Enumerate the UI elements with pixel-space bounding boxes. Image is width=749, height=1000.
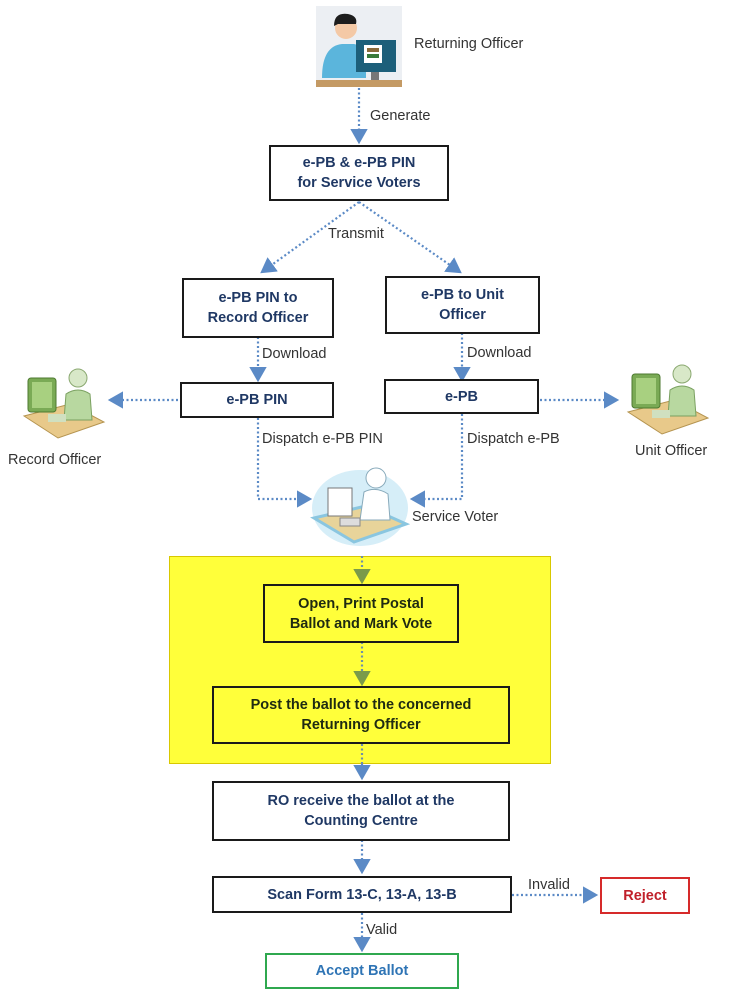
generate-epb-box: e-PB & e-PB PIN for Service Voters — [269, 145, 449, 201]
invalid-label: Invalid — [528, 877, 570, 893]
epb-to-uo-line1: e-PB to Unit — [421, 287, 504, 303]
edge-dispatch-pin — [256, 418, 313, 508]
scan-form-box: Scan Form 13-C, 13-A, 13-B — [212, 876, 512, 913]
valid-label: Valid — [366, 922, 398, 938]
returning-officer-icon — [316, 6, 402, 87]
ro-receive-line2: Counting Centre — [304, 813, 418, 829]
record-officer-label: Record Officer — [8, 452, 102, 468]
service-voter-label: Service Voter — [412, 509, 499, 525]
dispatch-pin-label: Dispatch e-PB PIN — [262, 431, 383, 447]
pin-to-ro-line2: Record Officer — [207, 310, 309, 326]
download-left-label: Download — [262, 346, 327, 362]
download-right-label: Download — [467, 345, 532, 361]
generate-epb-line1: e-PB & e-PB PIN — [302, 155, 416, 171]
pin-to-record-officer-box: e-PB PIN to Record Officer — [182, 278, 334, 338]
returning-officer-label: Returning Officer — [414, 36, 524, 52]
transmit-label: Transmit — [328, 226, 384, 242]
unit-officer-icon — [626, 364, 710, 435]
edge-transmit-left — [260, 201, 360, 274]
epb-to-uo-line2: Officer — [439, 307, 486, 323]
ro-receive-line1: RO receive the ballot at the — [267, 793, 455, 809]
generate-epb-line2: for Service Voters — [297, 175, 421, 191]
open-print-line1: Open, Print Postal — [298, 595, 424, 612]
service-voter-icon — [310, 467, 410, 546]
edge-dispatch-epb — [409, 414, 464, 508]
reject-box: Reject — [600, 877, 690, 914]
post-ballot-line1: Post the ballot to the concerned — [250, 697, 472, 713]
generate-label: Generate — [370, 108, 431, 124]
epb-pin-box: e-PB PIN — [180, 382, 334, 418]
pin-to-ro-line1: e-PB PIN to — [218, 290, 298, 306]
post-ballot-line2: Returning Officer — [301, 717, 421, 733]
open-print-line2: Ballot and Mark Vote — [289, 615, 433, 632]
unit-officer-label: Unit Officer — [635, 443, 708, 459]
epb-box: e-PB — [384, 379, 539, 414]
dispatch-epb-label: Dispatch e-PB — [467, 431, 560, 447]
record-officer-icon — [22, 368, 106, 439]
accept-ballot-box: Accept Ballot — [265, 953, 459, 989]
